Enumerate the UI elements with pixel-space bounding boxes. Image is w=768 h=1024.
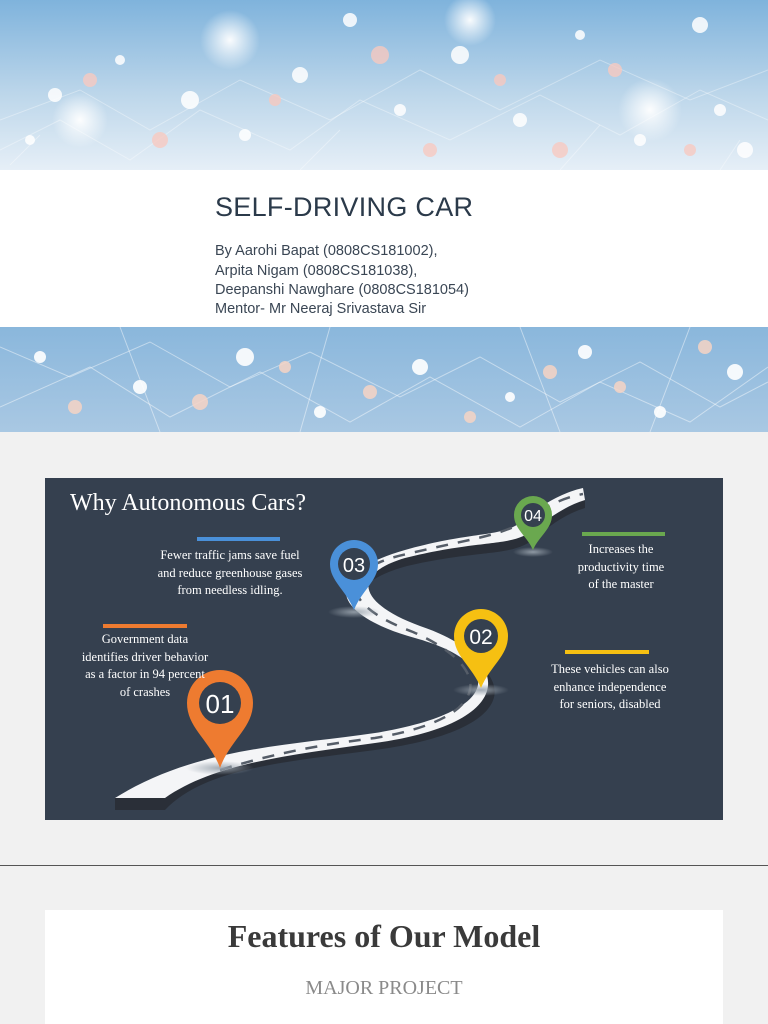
- fact-line: enhance independence: [553, 679, 667, 694]
- slide-divider: [0, 865, 768, 866]
- fact-line: productivity time: [577, 559, 665, 574]
- fact-line: for seniors, disabled: [559, 697, 661, 711]
- slide-subtitle: MAJOR PROJECT: [305, 977, 463, 999]
- fact-02: These vehicles can also enhance independ…: [535, 661, 685, 714]
- fact-line: and reduce greenhouse gases: [157, 565, 303, 580]
- mentor-line: Mentor- Mr Neeraj Srivastava Sir: [215, 301, 427, 317]
- pin-03: 03: [330, 540, 378, 610]
- fact-line: These vehicles can also: [551, 662, 669, 676]
- fact-01: Government data identifies driver behavi…: [65, 631, 225, 701]
- accent-bar-02: [565, 650, 649, 654]
- pin-04: 04: [514, 496, 552, 550]
- fact-line: identifies driver behavior: [81, 649, 209, 664]
- slide-title: Why Autonomous Cars?: [70, 490, 306, 516]
- title-band: SELF-DRIVING CAR By Aarohi Bapat (0808CS…: [0, 170, 768, 327]
- pin-02: 02: [454, 609, 508, 688]
- accent-bar-03: [197, 537, 280, 541]
- fact-line: Government data: [101, 632, 189, 646]
- author-line: Arpita Nigam (0808CS181038),: [215, 263, 418, 279]
- fact-line: of the master: [588, 577, 654, 591]
- network-banner-bottom: [0, 327, 768, 432]
- author-line: Deepanshi Nawghare (0808CS181054): [215, 282, 469, 298]
- fact-line: Increases the: [588, 542, 654, 556]
- fact-04: Increases the productivity time of the m…: [561, 541, 681, 594]
- fact-line: Fewer traffic jams save fuel: [160, 548, 300, 562]
- why-autonomous-slide: 01 02 03 04 Why Autonomous Cars? Fewer t…: [45, 478, 723, 820]
- svg-text:04: 04: [524, 508, 542, 525]
- fact-line: as a factor in 94 percent: [85, 667, 205, 681]
- network-banner-top: [0, 0, 768, 170]
- slide-title: Features of Our Model: [227, 918, 541, 954]
- author-line: By Aarohi Bapat (0808CS181002),: [215, 243, 438, 259]
- road-infographic: 01 02 03 04: [103, 488, 665, 810]
- svg-text:01: 01: [206, 689, 235, 719]
- svg-text:02: 02: [469, 626, 492, 649]
- title-slide: SELF-DRIVING CAR By Aarohi Bapat (0808CS…: [0, 0, 768, 432]
- fact-line: from needless idling.: [177, 583, 283, 597]
- accent-bar-04: [582, 532, 665, 536]
- fact-line: of crashes: [119, 684, 171, 699]
- fact-03: Fewer traffic jams save fuel and reduce …: [130, 547, 330, 600]
- accent-bar-01: [103, 624, 187, 628]
- features-slide: Features of Our Model MAJOR PROJECT: [45, 910, 723, 1024]
- slide-title: SELF-DRIVING CAR: [215, 192, 474, 222]
- svg-text:03: 03: [343, 555, 365, 577]
- pin-01: 01: [187, 670, 253, 768]
